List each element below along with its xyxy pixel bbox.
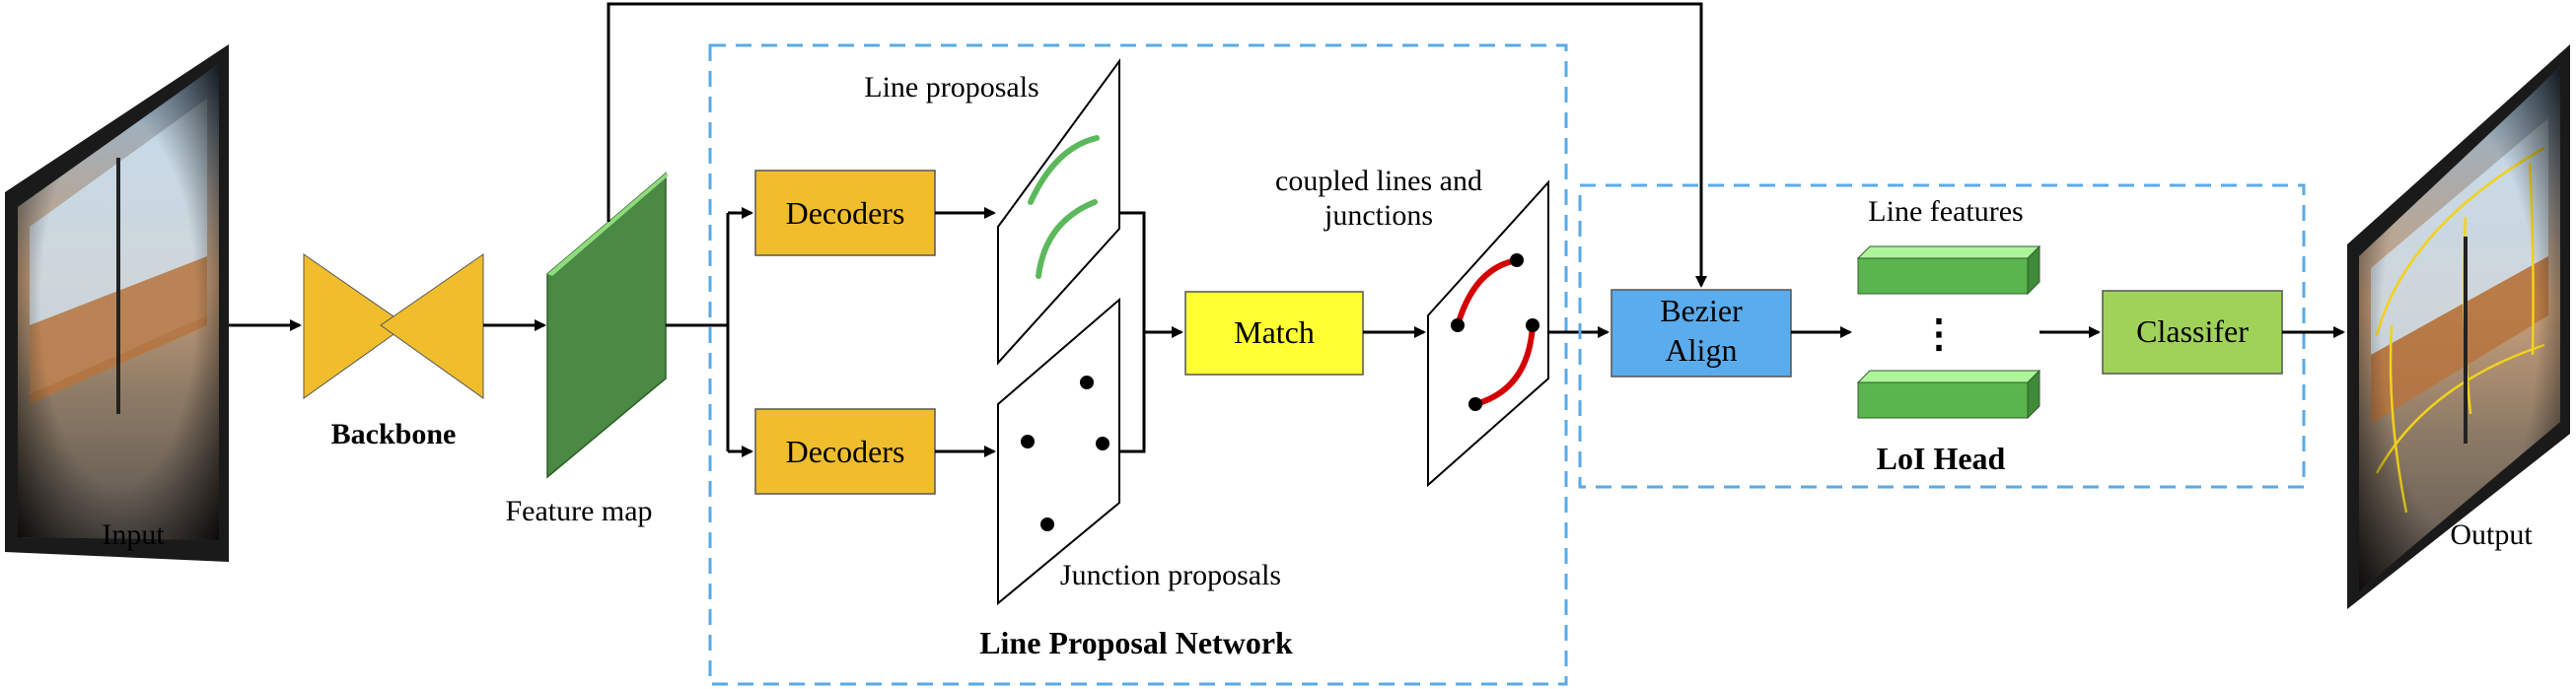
merge-bracket	[1119, 211, 1146, 453]
bezier-align-box	[1610, 289, 1792, 378]
red-arc-2	[1474, 324, 1536, 407]
decoders-top-box	[754, 170, 936, 256]
match-box	[1184, 291, 1364, 376]
input-image	[5, 44, 229, 562]
bezier-label-line1: Bezier	[1660, 293, 1743, 328]
red-arc-1	[1455, 257, 1518, 326]
junction-dot	[1080, 376, 1094, 389]
decoders-bottom-label: Decoders	[786, 434, 905, 469]
skip-connection-arrow	[607, 2, 1707, 288]
loi-head-box	[1578, 183, 2306, 489]
junction-dot	[1021, 435, 1035, 448]
green-arc-1	[1028, 135, 1100, 205]
coupled-label-line2: junctions	[1324, 199, 1433, 232]
output-label: Output	[2450, 518, 2533, 551]
decoders-top-label: Decoders	[786, 195, 905, 231]
green-arc-2	[1036, 199, 1098, 279]
feature-bar-top	[1856, 244, 2041, 296]
feature-bar-bottom	[1856, 369, 2041, 420]
coupled-junction-dot	[1526, 318, 1539, 332]
backbone-shape-right	[380, 253, 484, 399]
output-image	[2347, 44, 2570, 609]
input-label: Input	[102, 518, 165, 551]
feature-map	[546, 172, 669, 479]
line-features-label: Line features	[1868, 195, 2023, 228]
line-proposal-network-box	[708, 43, 1568, 686]
line-proposal-network-label: Line Proposal Network	[979, 625, 1293, 660]
classifier-label: Classifer	[2136, 313, 2249, 349]
match-label: Match	[1234, 314, 1315, 350]
backbone-label: Backbone	[331, 418, 457, 450]
feature-map-label: Feature map	[505, 495, 652, 527]
junction-proposals-label: Junction proposals	[1060, 559, 1281, 591]
coupled-junction-dot	[1451, 318, 1465, 332]
coupled-junction-dot	[1510, 253, 1524, 267]
classifier-box	[2102, 290, 2283, 375]
coupled-label-line1: coupled lines and	[1275, 165, 1482, 197]
junction-dot	[1040, 517, 1054, 531]
junction-proposals-panel	[997, 297, 1120, 606]
line-proposals-label: Line proposals	[864, 71, 1038, 103]
junction-dot	[1096, 437, 1109, 450]
loi-head-label: LoI Head	[1877, 441, 2006, 476]
line-proposals-panel	[997, 57, 1120, 366]
bezier-label-line2: Align	[1666, 332, 1738, 368]
coupled-junction-dot	[1468, 397, 1482, 411]
ellipsis: ⋮	[1919, 311, 1959, 356]
backbone-shape	[303, 253, 407, 399]
coupled-panel	[1427, 179, 1549, 488]
